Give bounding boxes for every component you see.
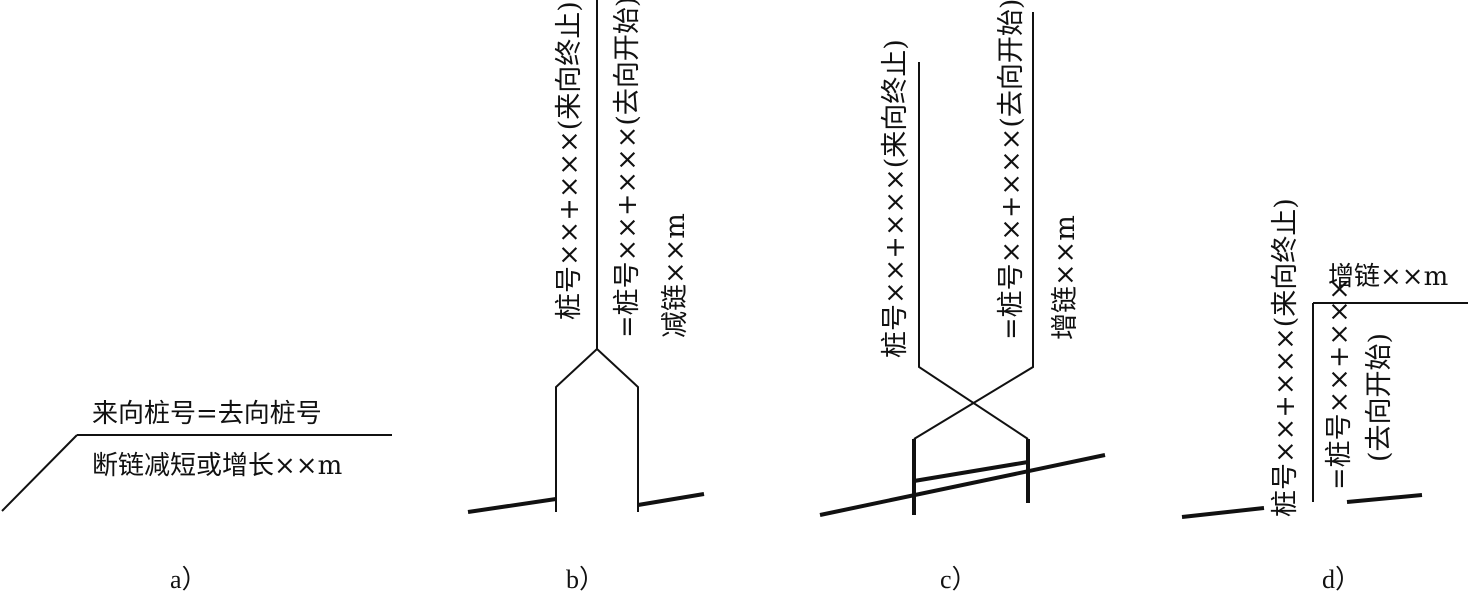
panel-c-leader-left — [913, 12, 1034, 440]
panel-d-caption: d） — [1322, 565, 1361, 591]
panel-c-note-label: 增链××m — [1050, 215, 1081, 340]
panel-b-right-label: =桩号××+×××(去向开始) — [612, 0, 643, 338]
panel-a: 来向桩号=去向桩号 断链减短或增长××m a） — [1, 399, 392, 591]
panel-d-note-label: 增链××m — [1328, 262, 1448, 292]
panel-b-road-left — [467, 497, 557, 514]
panel-c-connector — [913, 460, 1029, 483]
panel-b-caption: b） — [566, 565, 605, 591]
panel-d-road-left — [1181, 506, 1265, 519]
panel-c-left-label: 桩号××+×××(来向终止) — [880, 39, 911, 358]
panel-c-road — [819, 453, 1106, 517]
panel-c: 桩号××+×××(来向终止) =桩号××+×××(去向开始) 增链××m c） — [819, 0, 1106, 591]
panel-a-slope-line — [1, 434, 78, 512]
panel-d-right-label-line2: (去向开始) — [1364, 333, 1395, 462]
panel-c-right-label: =桩号××+×××(去向开始) — [996, 0, 1027, 340]
panel-b-note-label: 减链××m — [660, 213, 691, 338]
panel-d-left-label: 桩号××+×××(来向终止) — [1270, 198, 1301, 517]
panel-a-top-label: 来向桩号=去向桩号 — [92, 399, 322, 429]
panel-c-caption: c） — [940, 565, 978, 591]
panel-b-left-label: 桩号××+×××(来向终止) — [554, 1, 585, 320]
panel-b: 桩号××+×××(来向终止) =桩号××+×××(去向开始) 减链××m b） — [467, 0, 705, 591]
panel-d-road-right — [1346, 493, 1423, 504]
panel-d: 增链××m 桩号××+×××(来向终止) =桩号××+××× (去向开始) d） — [1181, 198, 1468, 591]
panel-a-caption: a） — [170, 565, 208, 591]
panel-a-bottom-label: 断链减短或增长××m — [92, 451, 342, 481]
panel-b-road-right — [637, 492, 705, 507]
panel-b-leader — [555, 347, 639, 512]
panel-c-leader-right — [918, 62, 1029, 440]
panel-d-right-label-line1: =桩号××+××× — [1324, 278, 1355, 490]
